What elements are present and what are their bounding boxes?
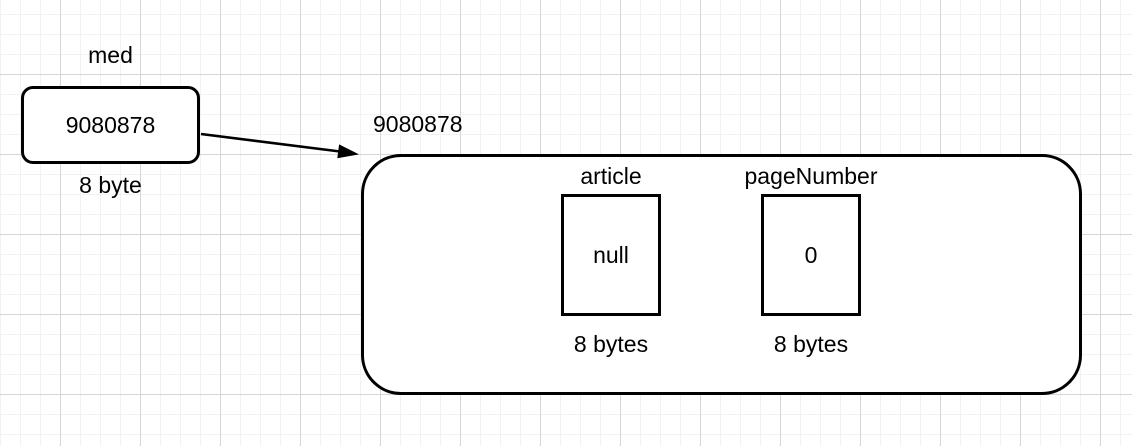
field-article-size-label: 8 bytes bbox=[573, 331, 649, 357]
field-article-label: article bbox=[580, 163, 642, 189]
field-pagenumber-box: 0 bbox=[761, 194, 861, 316]
pointer-value: 9080878 bbox=[65, 111, 156, 138]
pointer-variable-label: med bbox=[88, 42, 133, 68]
field-pagenumber-value: 0 bbox=[804, 241, 818, 268]
field-pagenumber-size-label: 8 bytes bbox=[773, 331, 849, 357]
object-box bbox=[361, 154, 1082, 395]
arrow-line-icon bbox=[200, 132, 340, 153]
field-pagenumber-label: pageNumber bbox=[744, 163, 878, 189]
field-article-value: null bbox=[593, 241, 629, 268]
field-article-box: null bbox=[561, 194, 661, 316]
object-address-label: 9080878 bbox=[373, 111, 463, 137]
pointer-size-label: 8 byte bbox=[79, 172, 142, 198]
pointer-box: 9080878 bbox=[21, 86, 200, 164]
arrow-head-icon bbox=[337, 144, 359, 159]
